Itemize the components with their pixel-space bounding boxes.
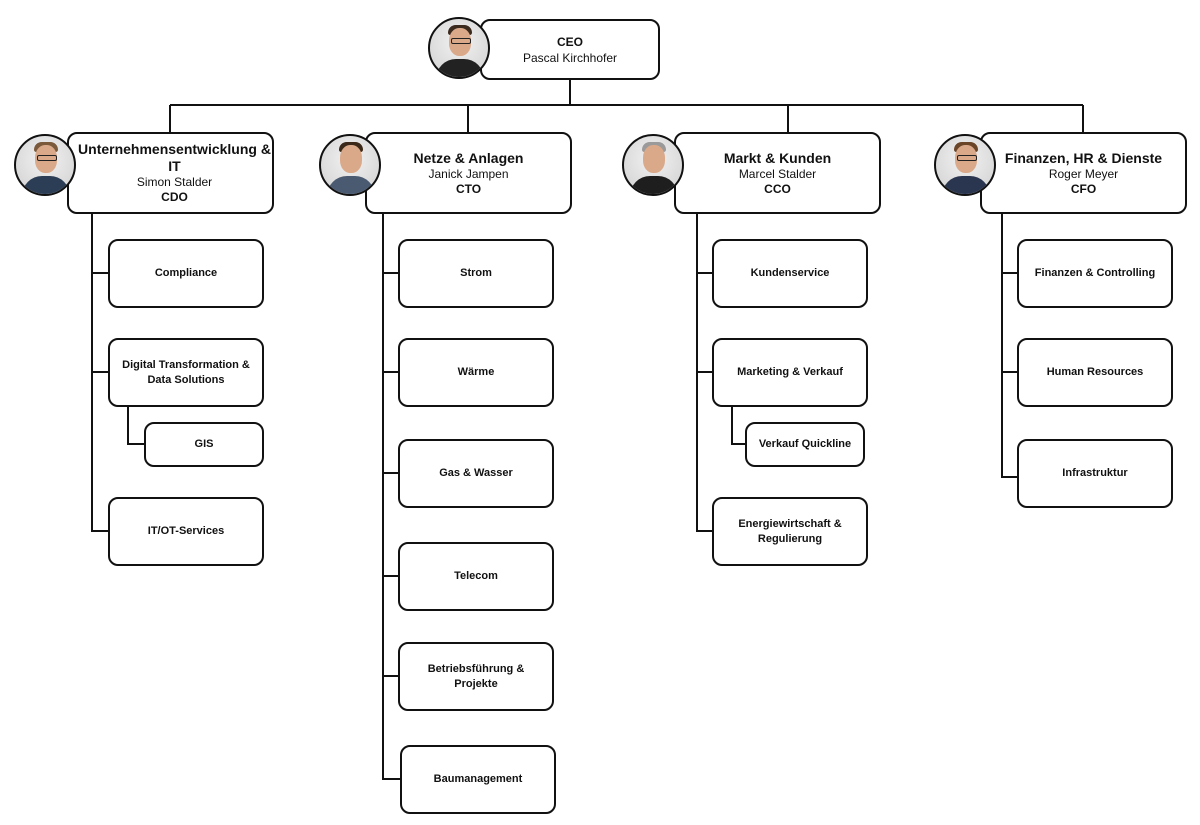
glasses-icon [957, 155, 977, 161]
connector-cto-spine [382, 213, 400, 780]
face-shape [449, 28, 471, 56]
shirt-shape [436, 59, 484, 77]
division-box-cto[interactable]: Netze & Anlagen Janick Jampen CTO [365, 132, 572, 214]
face-shape [35, 145, 57, 173]
cco-avatar [622, 134, 684, 196]
division-head-role: CCO [764, 181, 791, 196]
unit-box[interactable]: Strom [398, 239, 554, 308]
face-shape [643, 145, 665, 173]
unit-box[interactable]: Energiewirtschaft & Regulierung [712, 497, 868, 566]
unit-box[interactable]: Human Resources [1017, 338, 1173, 407]
shirt-shape [327, 176, 375, 194]
division-title: Finanzen, HR & Dienste [1004, 149, 1163, 166]
shirt-shape [22, 176, 70, 194]
unit-box[interactable]: IT/OT-Services [108, 497, 264, 566]
connector-cdo-spine [91, 213, 108, 532]
unit-box[interactable]: Kundenservice [712, 239, 868, 308]
glasses-icon [37, 155, 57, 161]
unit-box[interactable]: Wärme [398, 338, 554, 407]
ceo-box[interactable]: CEO Pascal Kirchhofer [480, 19, 660, 80]
division-box-cdo[interactable]: Unternehmensentwicklung & IT Simon Stald… [67, 132, 274, 214]
unit-box[interactable]: Infrastruktur [1017, 439, 1173, 508]
cdo-avatar [14, 134, 76, 196]
shirt-shape [630, 176, 678, 194]
division-head-name: Simon Stalder [136, 175, 213, 189]
unit-box[interactable]: Gas & Wasser [398, 439, 554, 508]
face-shape [955, 145, 977, 173]
unit-box[interactable]: Digital Transformation & Data Solutions [108, 338, 264, 407]
division-title: Netze & Anlagen [413, 149, 524, 166]
division-title: Unternehmensentwicklung & IT [78, 141, 271, 174]
glasses-icon [451, 38, 471, 44]
shirt-shape [942, 176, 990, 194]
unit-box[interactable]: Compliance [108, 239, 264, 308]
unit-box[interactable]: Baumanagement [400, 745, 556, 814]
unit-box[interactable]: Marketing & Verkauf [712, 338, 868, 407]
unit-box[interactable]: Betriebsführung & Projekte [398, 642, 554, 711]
division-title: Markt & Kunden [723, 149, 832, 166]
connector-cfo-spine [1001, 213, 1018, 478]
division-head-name: Roger Meyer [1048, 166, 1119, 181]
connector-digital-gis [127, 406, 145, 445]
division-box-cfo[interactable]: Finanzen, HR & Dienste Roger Meyer CFO [980, 132, 1187, 214]
cfo-avatar [934, 134, 996, 196]
unit-box[interactable]: Finanzen & Controlling [1017, 239, 1173, 308]
ceo-title: CEO [556, 34, 583, 49]
face-shape [340, 145, 362, 173]
ceo-name: Pascal Kirchhofer [522, 50, 618, 65]
connector-cco-spine [696, 213, 713, 532]
division-box-cco[interactable]: Markt & Kunden Marcel Stalder CCO [674, 132, 881, 214]
cto-avatar [319, 134, 381, 196]
division-head-name: Janick Jampen [428, 166, 509, 181]
division-head-role: CFO [1070, 181, 1097, 196]
subunit-box[interactable]: Verkauf Quickline [745, 422, 865, 467]
ceo-avatar [428, 17, 490, 79]
division-head-name: Marcel Stalder [738, 166, 817, 181]
division-head-role: CDO [161, 190, 188, 204]
subunit-box[interactable]: GIS [144, 422, 264, 467]
connector-marketing-quickline [731, 406, 746, 445]
unit-box[interactable]: Telecom [398, 542, 554, 611]
division-head-role: CTO [455, 181, 482, 196]
